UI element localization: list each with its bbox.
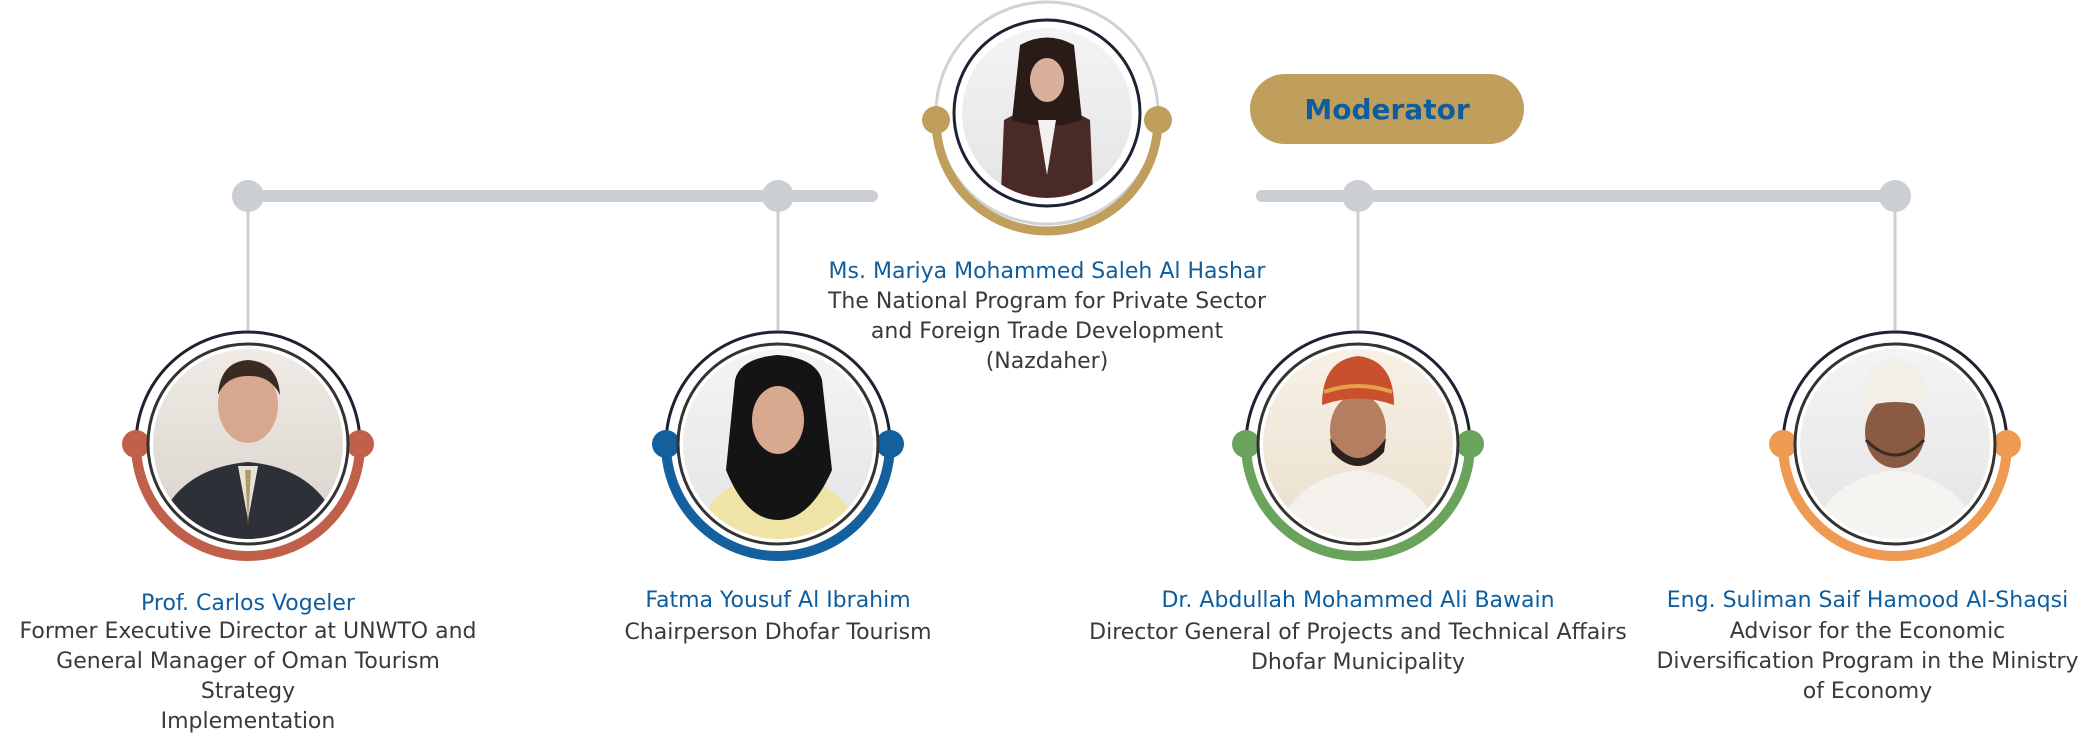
moderator-accent-dot-left <box>922 106 950 134</box>
connector-lines <box>232 180 1911 330</box>
moderator-accent-dot-right <box>1144 106 1172 134</box>
panelist-name: Fatma Yousuf Al Ibrahim <box>645 588 911 613</box>
accent-dot-left <box>122 430 150 458</box>
accent-dot-right <box>876 430 904 458</box>
junction-dot-2 <box>762 180 794 212</box>
panelist-name: Eng. Suliman Saif Hamood Al-Shaqsi <box>1666 588 2069 613</box>
moderator-portrait <box>922 0 1172 236</box>
panelist-name: Dr. Abdullah Mohammed Ali Bawain <box>1161 588 1555 613</box>
accent-dot-right <box>1456 430 1484 458</box>
moderator-badge-label: Moderator <box>1304 92 1470 126</box>
moderator-accent-arc <box>931 115 1163 236</box>
accent-dot-right <box>346 430 374 458</box>
panelist-role: Former Executive Director at UNWTO and G… <box>19 619 477 734</box>
junction-dot-4 <box>1879 180 1911 212</box>
moderator-badge: Moderator <box>1250 74 1524 144</box>
moderator-name: Ms. Mariya Mohammed Saleh Al Hashar <box>828 259 1266 284</box>
accent-arc <box>131 439 365 561</box>
junction-dot-3 <box>1342 180 1374 212</box>
accent-arc <box>1241 439 1475 561</box>
panelist-portrait-4 <box>1769 330 2021 561</box>
accent-arc <box>1778 439 2012 561</box>
panelist-role: Chairperson Dhofar Tourism <box>624 620 932 645</box>
accent-dot-left <box>1769 430 1797 458</box>
accent-dot-left <box>1232 430 1260 458</box>
panelist-role: Advisor for the Economic Diversification… <box>1656 619 2079 704</box>
accent-arc <box>661 439 895 561</box>
panelist-portrait-2 <box>652 330 904 561</box>
junction-dot-1 <box>232 180 264 212</box>
panelist-role: Director General of Projects and Technic… <box>1089 620 1627 675</box>
accent-dot-right <box>1993 430 2021 458</box>
panelist-name: Prof. Carlos Vogeler <box>141 591 355 616</box>
moderator-role: The National Program for Private Sector … <box>827 289 1267 374</box>
panel-diagram <box>122 0 2021 561</box>
panelist-portrait-1 <box>122 330 374 561</box>
accent-dot-left <box>652 430 680 458</box>
